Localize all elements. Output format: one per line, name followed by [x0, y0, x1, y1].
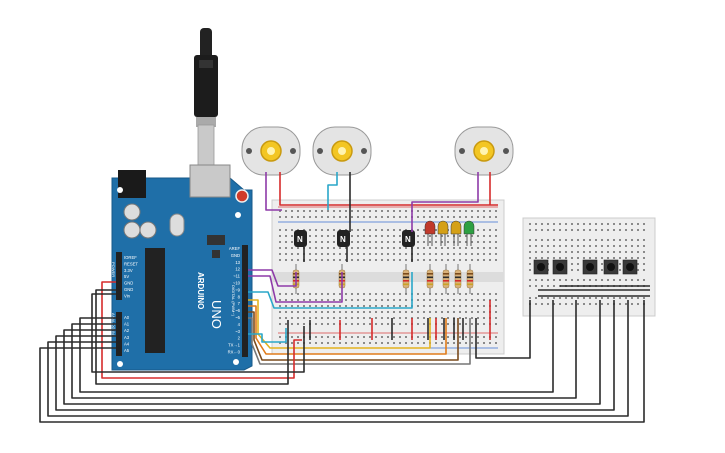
pin-label: A3 — [124, 335, 130, 340]
wire-cyan — [248, 328, 287, 343]
wire-black — [95, 289, 289, 385]
wire-gray — [248, 317, 471, 365]
pin-label: ~9 — [235, 287, 240, 292]
pin-label: 12 — [235, 267, 240, 272]
wire-brown — [248, 311, 459, 361]
usb-port — [189, 164, 231, 198]
pin-label: RX←0 — [228, 350, 241, 355]
wire-yellow — [248, 299, 431, 349]
pin-label: 13 — [235, 260, 240, 265]
wire-purple — [411, 172, 479, 232]
led-red — [424, 220, 436, 246]
wires — [39, 172, 650, 423]
push-button[interactable] — [582, 259, 598, 275]
pin-label: GND — [231, 253, 240, 258]
pin-label: A0 — [124, 315, 130, 320]
pin-label: GND — [124, 281, 133, 286]
pin-label: GND — [124, 287, 133, 292]
transistor: N — [337, 230, 350, 247]
power-header — [116, 252, 122, 300]
led-green — [463, 220, 475, 246]
wire-black — [71, 300, 577, 399]
wire-black — [79, 300, 554, 393]
pin-label: A1 — [124, 322, 130, 327]
wire-red — [279, 172, 498, 206]
resistor — [454, 264, 462, 294]
wire-black — [63, 300, 601, 405]
pin-label: ~6 — [235, 308, 240, 313]
analog-header — [116, 312, 122, 356]
wire-purple — [265, 172, 282, 211]
wire-orange — [248, 305, 447, 355]
pin-label: TX→1 — [228, 343, 241, 348]
pin-label: 4 — [238, 322, 241, 327]
led-yellow — [450, 220, 462, 246]
wire-black — [47, 300, 629, 417]
resistor — [426, 264, 434, 294]
pin-label: IOREF — [124, 255, 137, 260]
pin-label: ~5 — [235, 315, 240, 320]
digital-header-title: DIGITAL (PWM~) — [231, 285, 236, 317]
power-header-title: POWER — [111, 262, 116, 277]
pin-label: A4 — [124, 341, 130, 346]
wire-red — [101, 281, 302, 379]
pin-label: 7 — [238, 301, 241, 306]
pin-label: 8 — [238, 294, 241, 299]
dc-motor — [312, 126, 372, 176]
pin-label: ~10 — [233, 281, 241, 286]
wire-black — [475, 300, 531, 359]
svg-text:N: N — [297, 235, 303, 244]
pin-label: A2 — [124, 328, 130, 333]
usb-cable — [194, 28, 218, 166]
wire-black — [39, 300, 645, 423]
digital-header — [242, 245, 248, 357]
push-button[interactable] — [622, 259, 638, 275]
arduino-board: ARDUINO UNO POWER DIGITAL (PWM~) ANALOG … — [111, 164, 253, 371]
wire-purple — [248, 269, 297, 287]
resistor — [402, 264, 410, 294]
transistor: N — [294, 230, 307, 247]
brand-text: ARDUINO — [196, 272, 205, 309]
reset-button[interactable] — [235, 189, 249, 203]
mcu-chip — [145, 248, 165, 353]
pin-label: A5 — [124, 348, 130, 353]
push-button[interactable] — [603, 259, 619, 275]
pin-label: 3.3V — [124, 268, 133, 273]
wire-black — [55, 300, 615, 411]
pin-label: RESET — [124, 261, 138, 266]
resistor — [466, 264, 474, 294]
push-button[interactable] — [552, 259, 568, 275]
led-yellow — [437, 220, 449, 246]
model-text: UNO — [209, 300, 224, 329]
pin-label: ~11 — [233, 274, 240, 279]
pin-label: 2 — [238, 336, 241, 341]
pin-label: Vin — [124, 293, 131, 298]
wire-cyan — [327, 172, 338, 210]
wire-cyan — [248, 272, 413, 309]
power-jack — [118, 170, 146, 198]
pin-label: 5V — [124, 274, 129, 279]
svg-text:N: N — [405, 235, 411, 244]
resistor — [442, 264, 450, 294]
pin-label: AREF — [229, 246, 241, 251]
push-button[interactable] — [533, 259, 549, 275]
dc-motor — [454, 126, 514, 176]
transistor: N — [402, 230, 415, 247]
wire-black — [91, 293, 305, 373]
pin-label: ~3 — [235, 329, 240, 334]
dc-motor — [241, 126, 301, 176]
wire-purple — [248, 272, 343, 303]
svg-text:N: N — [340, 235, 346, 244]
